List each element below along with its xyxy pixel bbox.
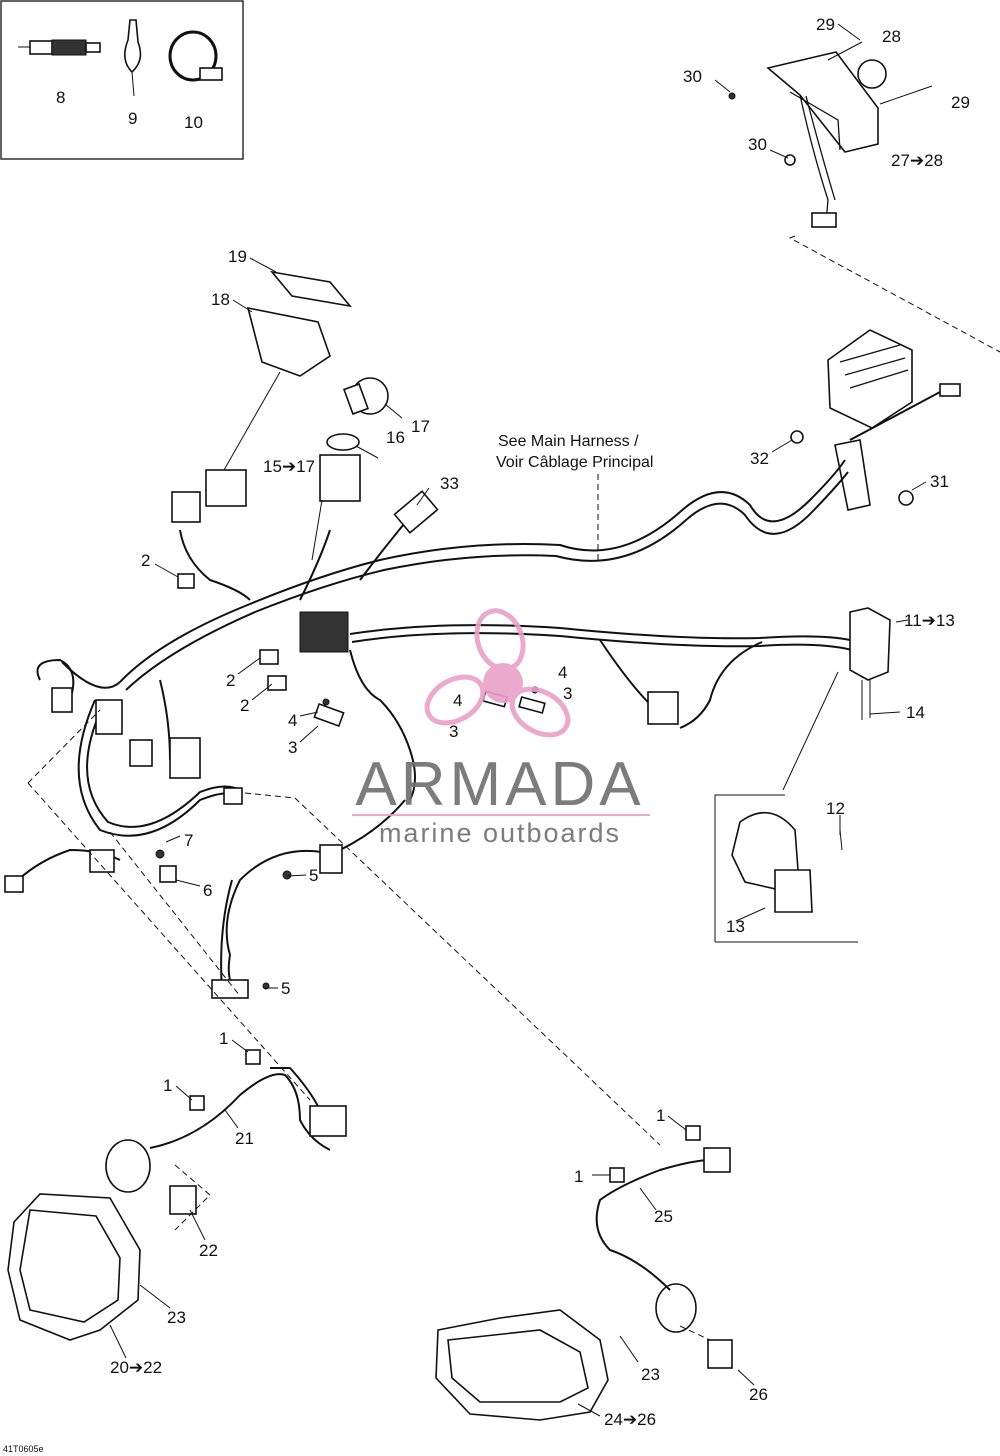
armada-watermark: ARMADA marine outboards <box>352 608 650 848</box>
note-line-1: See Main Harness / <box>498 433 639 450</box>
callout-28: 28 <box>882 27 901 46</box>
tail-light-assembly <box>728 41 933 228</box>
callout-3b: 3 <box>449 722 458 741</box>
callout-1c: 1 <box>656 1106 665 1125</box>
callout-3c: 3 <box>563 684 572 703</box>
callout-8: 8 <box>56 88 65 107</box>
figure-code: 41T0605e <box>3 1444 44 1454</box>
callout-5a: 5 <box>309 866 318 885</box>
main-harness-note: See Main Harness / Voir Câblage Principa… <box>496 433 653 471</box>
callout-16: 16 <box>386 428 405 447</box>
callout-14: 14 <box>906 703 925 722</box>
callout-leaders <box>109 23 927 1417</box>
callout-29b: 29 <box>951 93 970 112</box>
callout-4c: 4 <box>558 663 567 682</box>
callout-30b: 30 <box>748 135 767 154</box>
callout-27-28: 27➔28 <box>891 151 943 170</box>
connection-dashes <box>27 235 1000 1341</box>
cable-tie-part-9 <box>124 19 142 97</box>
callout-4a: 4 <box>288 711 297 730</box>
callout-26: 26 <box>749 1385 768 1404</box>
callout-7: 7 <box>184 831 193 850</box>
callout-25: 25 <box>654 1207 673 1226</box>
harness-connectors <box>4 469 679 999</box>
callout-24-26: 24➔26 <box>604 1410 656 1429</box>
gauge-parts <box>223 270 389 561</box>
callout-19: 19 <box>228 247 247 266</box>
callout-29a: 29 <box>816 15 835 34</box>
callout-2c: 2 <box>240 696 249 715</box>
callout-labels: 8 9 10 29 28 30 29 30 27➔28 19 18 17 16 … <box>56 15 970 1429</box>
connector-part-8 <box>18 39 101 56</box>
callout-18: 18 <box>211 290 230 309</box>
clamp-part-10 <box>168 30 223 82</box>
callout-11-13: 11➔13 <box>904 611 955 630</box>
callout-4b: 4 <box>453 691 462 710</box>
headlight-left <box>7 1067 347 1341</box>
headlight-right <box>435 1147 733 1421</box>
watermark-tagline: marine outboards <box>379 818 621 848</box>
callout-15-17: 15➔17 <box>263 457 315 476</box>
regulator-module <box>790 329 961 511</box>
note-line-2: Voir Câblage Principal <box>496 454 653 471</box>
inset-box-small-parts <box>0 0 244 160</box>
watermark-brand: ARMADA <box>355 750 644 819</box>
callout-20-22: 20➔22 <box>110 1358 162 1377</box>
callout-13: 13 <box>726 917 745 936</box>
callout-6: 6 <box>203 881 212 900</box>
callout-2a: 2 <box>141 551 150 570</box>
propeller-logo-icon <box>424 608 571 738</box>
callout-1a: 1 <box>219 1029 228 1048</box>
callout-31: 31 <box>930 472 949 491</box>
main-wiring-harness <box>17 459 853 996</box>
callout-2b: 2 <box>226 671 235 690</box>
callout-12: 12 <box>826 799 845 818</box>
callout-1d: 1 <box>574 1167 583 1186</box>
callout-33: 33 <box>440 474 459 493</box>
callout-21: 21 <box>235 1129 254 1148</box>
switch-assembly <box>714 607 891 943</box>
callout-32: 32 <box>750 449 769 468</box>
callout-30a: 30 <box>683 67 702 86</box>
callout-23b: 23 <box>641 1365 660 1384</box>
callout-17: 17 <box>411 417 430 436</box>
callout-3a: 3 <box>288 738 297 757</box>
callout-23a: 23 <box>167 1308 186 1327</box>
callout-9: 9 <box>128 109 137 128</box>
callout-22: 22 <box>199 1241 218 1260</box>
callout-1b: 1 <box>163 1076 172 1095</box>
callout-5b: 5 <box>281 979 290 998</box>
callout-10: 10 <box>184 113 203 132</box>
